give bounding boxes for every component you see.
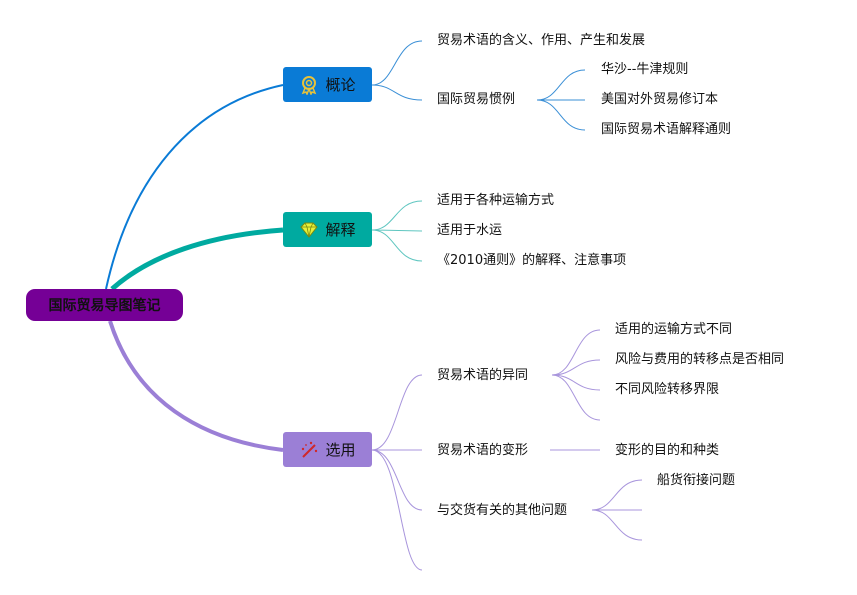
link-yitong-1 xyxy=(551,329,601,376)
link-jieshi-3 xyxy=(371,229,423,262)
award-ribbon-icon xyxy=(302,75,317,95)
link-xuanyong-3 xyxy=(371,449,423,511)
branch-label: 解释 xyxy=(325,221,356,239)
link-root-gailun xyxy=(105,84,284,290)
link-xuanyong-4 xyxy=(371,449,423,571)
branch-jieshi[interactable]: 解释 xyxy=(283,212,372,247)
link-jieshi-2 xyxy=(371,229,423,232)
link-qita-1 xyxy=(591,479,643,511)
link-jieshi-1 xyxy=(371,200,423,231)
diamond-icon xyxy=(300,222,319,238)
link-yitong-4 xyxy=(551,374,601,421)
topic-node[interactable]: 贸易术语的含义、作用、产生和发展 xyxy=(437,33,646,48)
topic-node[interactable]: 适用于水运 xyxy=(437,223,503,238)
subtopic-node[interactable]: 适用的运输方式不同 xyxy=(615,322,733,337)
branch-label: 概论 xyxy=(325,76,356,94)
link-qita-3 xyxy=(591,509,643,541)
link-guanli-3 xyxy=(536,99,586,131)
topic-node[interactable]: 贸易术语的异同 xyxy=(437,368,529,383)
branch-gailun[interactable]: 概论 xyxy=(283,67,372,102)
link-root-xuanyong xyxy=(108,320,284,452)
subtopic-node[interactable]: 风险与费用的转移点是否相同 xyxy=(615,352,785,367)
branch-xuanyong[interactable]: 选用 xyxy=(283,432,372,467)
branch-label: 选用 xyxy=(325,441,356,459)
topic-node[interactable]: 适用于各种运输方式 xyxy=(437,193,555,208)
topic-node[interactable]: 《2010通则》的解释、注意事项 xyxy=(437,253,627,268)
subtopic-node[interactable]: 变形的目的和种类 xyxy=(615,443,720,458)
link-guanli-1 xyxy=(536,69,586,101)
root-node[interactable]: 国际贸易导图笔记 xyxy=(26,289,183,321)
subtopic-node[interactable]: 华沙--牛津规则 xyxy=(601,62,689,77)
link-xuanyong-1 xyxy=(371,374,423,451)
subtopic-node[interactable]: 国际贸易术语解释通则 xyxy=(601,122,732,137)
subtopic-node[interactable]: 不同风险转移界限 xyxy=(615,382,720,397)
magic-wand-icon xyxy=(302,441,318,458)
link-gailun-1 xyxy=(371,40,423,86)
subtopic-node[interactable]: 船货衔接问题 xyxy=(657,473,736,488)
root-label: 国际贸易导图笔记 xyxy=(48,298,161,314)
topic-node[interactable]: 国际贸易惯例 xyxy=(437,92,516,107)
link-root-jieshi xyxy=(110,227,284,291)
subtopic-node[interactable]: 美国对外贸易修订本 xyxy=(601,92,719,107)
link-gailun-2 xyxy=(371,84,423,101)
topic-node[interactable]: 贸易术语的变形 xyxy=(437,443,529,458)
topic-node[interactable]: 与交货有关的其他问题 xyxy=(437,503,568,518)
link-yitong-2 xyxy=(551,359,601,376)
